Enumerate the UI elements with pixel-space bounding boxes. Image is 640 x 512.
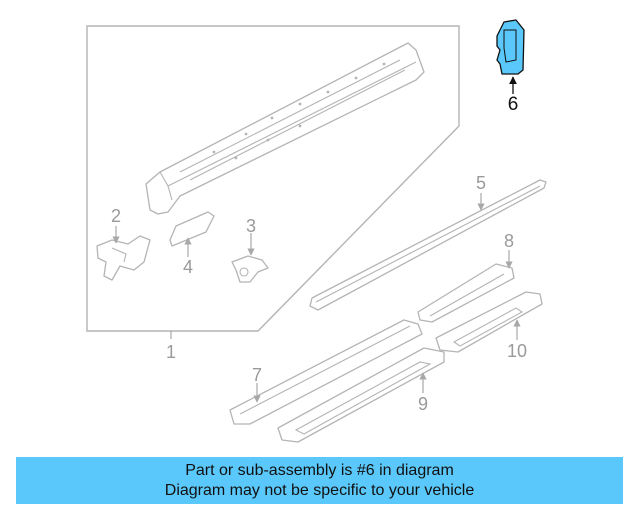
callout-8: 8 [504,231,514,251]
callout-9: 9 [418,394,428,414]
part-group-enclosure [86,25,460,332]
callout-7: 7 [252,365,262,385]
part-4-pad[interactable] [169,211,215,247]
banner-line-disclaimer: Diagram may not be specific to your vehi… [164,481,475,499]
info-banner: Part or sub-assembly is #6 in diagram Di… [16,457,623,504]
banner-line-part-info: Part or sub-assembly is #6 in diagram [185,461,454,479]
part-1-rocker-panel[interactable] [145,42,425,215]
callout-1: 1 [166,342,176,362]
part-8-scuff-plate[interactable] [417,263,515,323]
callout-5: 5 [476,173,486,193]
callout-3: 3 [246,216,256,236]
part-9-scuff-plate[interactable] [277,347,445,443]
part-6-highlighted[interactable] [496,19,525,75]
callout-10: 10 [507,341,527,361]
part-3-clip[interactable] [231,255,269,283]
part-2-bracket[interactable] [96,235,151,281]
callout-4: 4 [183,257,193,277]
part-10-trim[interactable] [435,291,543,353]
part-5-molding[interactable] [309,179,547,311]
part-7-sill-plate[interactable] [229,319,423,425]
callout-2: 2 [111,206,121,226]
callout-6: 6 [508,94,519,115]
